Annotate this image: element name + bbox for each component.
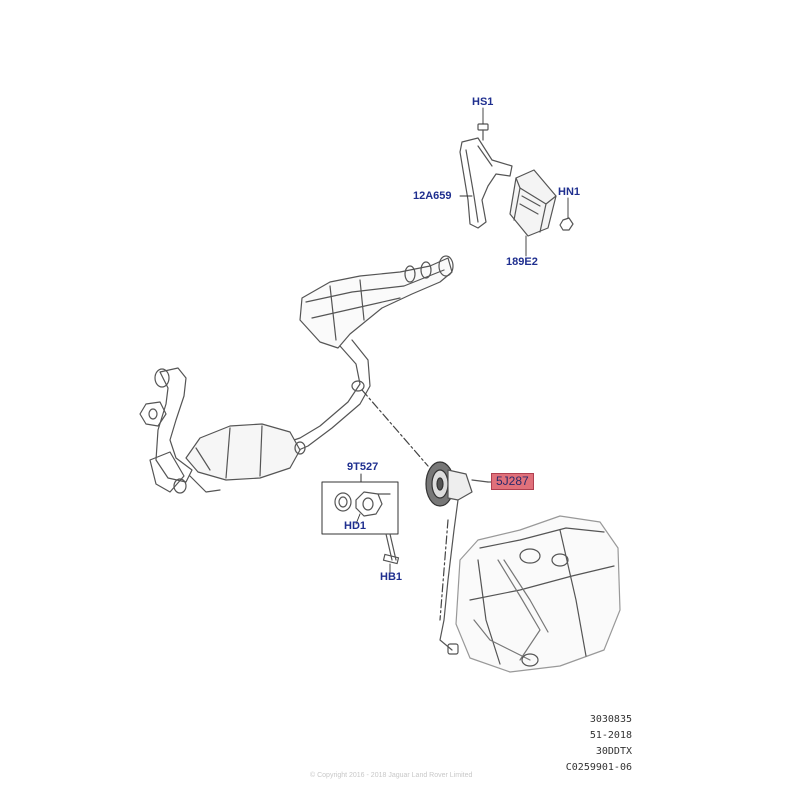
clamp-hd1 [355, 491, 391, 517]
bolt-hs1 [477, 123, 489, 141]
reference-block: 3030835 51-2018 30DDTX C0259901-06 [566, 712, 632, 776]
module-189e2 [509, 169, 557, 237]
callout-5j287: 5J287 [491, 473, 534, 490]
callout-hn1: HN1 [558, 186, 581, 198]
kit-box [321, 481, 399, 535]
washer [334, 492, 352, 512]
catalytic-converter [185, 423, 306, 481]
callout-hs1: HS1 [472, 96, 494, 108]
callout-12a659: 12A659 [413, 190, 452, 202]
callout-hd1: HD1 [344, 520, 367, 532]
copyright-footer: © Copyright 2016 - 2018 Jaguar Land Rove… [310, 772, 473, 779]
ref-line-3: 30DDTX [595, 746, 632, 757]
leader-dashed-lower [439, 519, 449, 621]
rear-muffler [299, 255, 454, 349]
callout-189e2: 189E2 [506, 256, 538, 268]
leader-dashed [361, 389, 429, 467]
callout-hb1: HB1 [380, 571, 403, 583]
sensor-5j287 [425, 461, 489, 655]
fuel-tank [455, 515, 621, 673]
nut-hn1 [559, 217, 574, 231]
ref-line-1: 3030835 [589, 714, 632, 725]
ref-line-2: 51-2018 [589, 730, 632, 741]
callout-9t527: 9T527 [347, 461, 379, 473]
ref-line-4: C0259901-06 [565, 762, 632, 773]
bracket-12a659 [459, 137, 513, 229]
front-pipes [139, 367, 221, 494]
bolt-hb1 [382, 533, 400, 565]
exhaust-pipe [269, 339, 371, 459]
